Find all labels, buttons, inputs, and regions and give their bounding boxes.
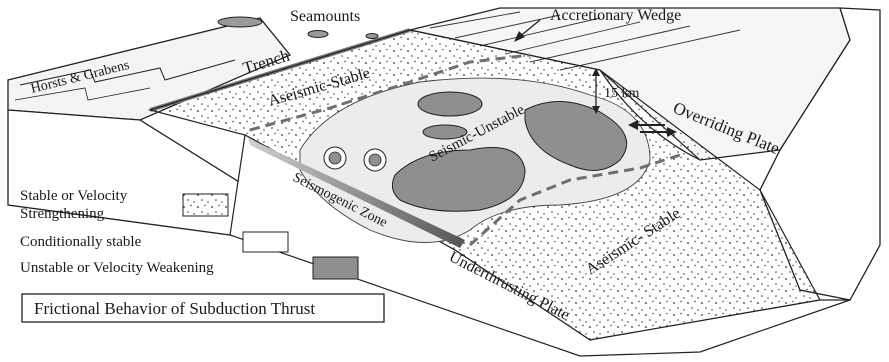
legend-conditional-swatch: [243, 232, 288, 252]
accretionary-wedge-label: Accretionary Wedge: [550, 7, 681, 24]
legend-stable-line2: Strengthening: [20, 206, 105, 222]
seamounts-label: Seamounts: [290, 8, 360, 25]
legend-unstable-swatch: [313, 257, 358, 279]
legend-conditional-label: Conditionally stable: [20, 234, 142, 250]
legend-stable-swatch: [183, 194, 228, 216]
legend-unstable-label: Unstable or Velocity Weakening: [20, 260, 214, 276]
depth-label: 15 km: [604, 86, 640, 101]
title-box: Frictional Behavior of Subduction Thrust: [22, 294, 384, 322]
diagram-title: Frictional Behavior of Subduction Thrust: [34, 299, 315, 318]
legend-stable-line1: Stable or Velocity: [20, 188, 128, 204]
